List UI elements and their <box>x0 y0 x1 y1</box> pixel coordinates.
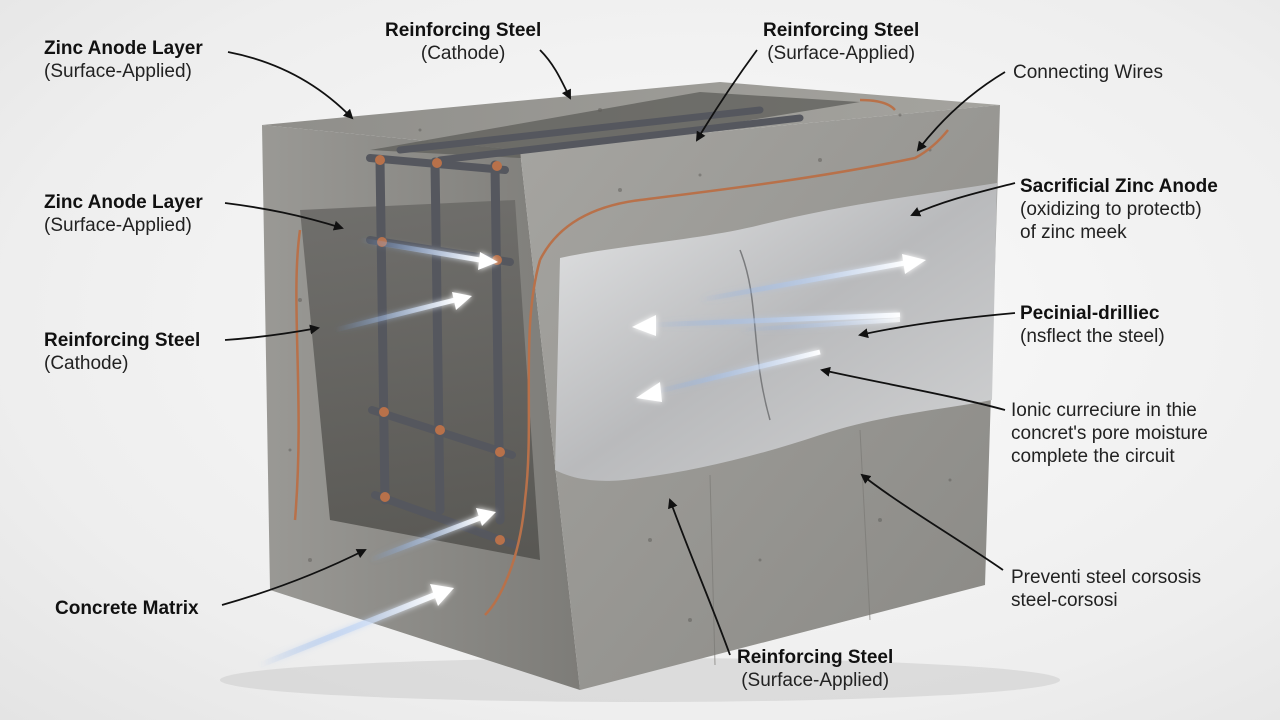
block-shadow <box>220 658 1060 702</box>
arrow-icon <box>916 71 1006 152</box>
concrete-seams <box>709 429 871 666</box>
arrow-icon <box>858 312 1016 339</box>
arrow-icon <box>539 49 571 100</box>
label-line2: (oxidizing to protectb) <box>1020 199 1202 221</box>
ion-arrow-6-head <box>632 315 656 336</box>
ion-arrow-4 <box>258 592 437 668</box>
label-sacrificial-zinc-anode: Sacrificial Zinc Anode (oxidizing to pro… <box>1020 175 1218 245</box>
ion-arrow-6 <box>649 312 901 328</box>
ion-arrow-2-head <box>452 292 472 310</box>
label-text: Connecting Wires <box>1013 62 1163 83</box>
label-concrete-matrix: Concrete Matrix <box>55 597 199 620</box>
label-pecinial-drilliec: Pecinial-drilliec (nsflect the steel) <box>1020 302 1165 348</box>
arrow-icon <box>820 366 1006 411</box>
connecting-wires <box>293 98 949 616</box>
label-title: Reinforcing Steel <box>385 20 542 41</box>
label-subtitle: (Surface-Applied) <box>44 61 192 83</box>
label-title: Zinc Anode Layer <box>44 38 203 59</box>
label-title: Reinforcing Steel <box>737 647 894 668</box>
arrow-icon <box>860 473 1004 571</box>
arrow-icon <box>221 549 367 606</box>
block-cutaway <box>300 200 540 560</box>
ion-arrow-2 <box>334 297 456 333</box>
label-subtitle: (Surface-Applied) <box>767 43 916 65</box>
ion-arrow-3 <box>369 515 481 563</box>
label-zinc-anode-mid: Zinc Anode Layer (Surface-Applied) <box>44 191 203 237</box>
ion-arrow-5 <box>699 260 906 303</box>
ion-arrow-4-head <box>430 584 454 606</box>
ion-arrow-1-head <box>478 252 498 270</box>
rebar-ties <box>375 155 505 545</box>
arrow-icon <box>668 498 731 656</box>
ion-arrows <box>258 237 926 668</box>
label-connecting-wires: Connecting Wires <box>1013 61 1163 84</box>
label-ionic-current: Ionic curreciure in thie concret's pore … <box>1011 399 1208 469</box>
label-title: Sacrificial Zinc Anode <box>1020 176 1218 197</box>
label-line3: complete the circuit <box>1011 446 1175 468</box>
label-subtitle: (Surface-Applied) <box>44 215 192 237</box>
arrow-icon <box>695 49 758 142</box>
zinc-anode-layer <box>555 183 997 481</box>
arrow-icon <box>224 202 344 231</box>
arrow-icon <box>227 51 354 120</box>
label-line1: Ionic curreciure in thie <box>1011 400 1197 421</box>
label-reinforcing-top-right: Reinforcing Steel (Surface-Applied) <box>763 19 919 65</box>
label-subtitle: (Cathode) <box>44 353 129 375</box>
label-line2: concret's pore moisture <box>1011 423 1208 445</box>
label-prevents: Preventi steel corsosis steel-corsosi <box>1011 566 1201 612</box>
label-title: Reinforcing Steel <box>763 20 920 41</box>
ion-arrow-8-head <box>636 382 662 402</box>
ion-arrow-7 <box>739 318 901 332</box>
label-title: Concrete Matrix <box>55 598 199 619</box>
ion-arrow-8 <box>654 349 821 395</box>
label-subtitle: (Cathode) <box>420 43 506 65</box>
label-reinforcing-bottom: Reinforcing Steel (Surface-Applied) <box>737 646 893 692</box>
label-title: Reinforcing Steel <box>44 330 201 351</box>
ion-arrow-3-head <box>476 508 496 526</box>
label-subtitle: (Surface-Applied) <box>741 670 890 692</box>
label-zinc-anode-top: Zinc Anode Layer (Surface-Applied) <box>44 37 203 83</box>
label-reinforcing-mid: Reinforcing Steel (Cathode) <box>44 329 200 375</box>
label-reinforcing-top-left: Reinforcing Steel (Cathode) <box>385 19 541 65</box>
label-subtitle: (nsflect the steel) <box>1020 326 1165 348</box>
concrete-texture <box>288 108 952 622</box>
leader-lines <box>221 49 1016 656</box>
ion-arrow-1 <box>359 237 481 263</box>
label-title: Pecinial-drilliec <box>1020 303 1160 324</box>
label-line2: steel-corsosi <box>1011 590 1118 612</box>
label-title: Zinc Anode Layer <box>44 192 203 213</box>
rebar-cage <box>366 106 804 549</box>
arrow-icon <box>224 324 320 341</box>
arrow-icon <box>910 182 1016 217</box>
label-line1: Preventi steel corsosis <box>1011 567 1202 588</box>
label-line3: of zinc meek <box>1020 222 1127 244</box>
ion-arrow-5-head <box>902 254 926 274</box>
